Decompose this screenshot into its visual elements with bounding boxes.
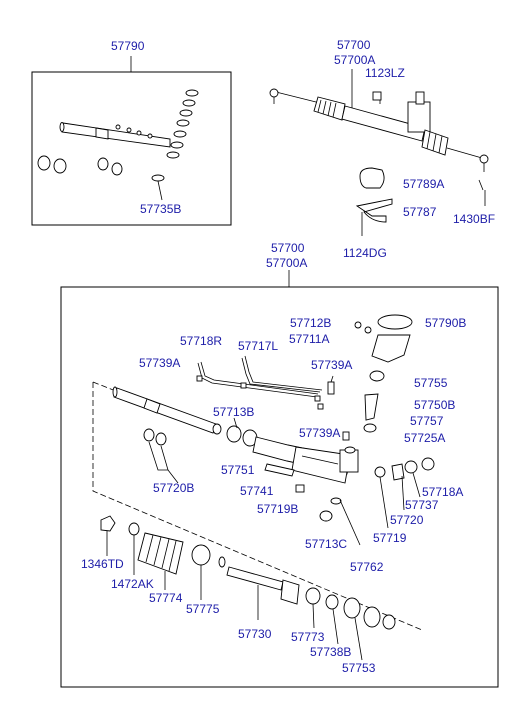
label-57735b: 57735B xyxy=(140,202,181,216)
label-57789a: 57789A xyxy=(403,177,444,191)
label-1123lz: 1123LZ xyxy=(365,66,405,80)
rack-assembly-top xyxy=(269,69,489,236)
exploded-view xyxy=(60,270,499,688)
label-57790: 57790 xyxy=(111,39,145,53)
label-57713b: 57713B xyxy=(213,405,254,419)
label-57739a-left: 57739A xyxy=(139,356,180,370)
label-57719b: 57719B xyxy=(257,502,298,516)
label-57700-top: 57700 xyxy=(337,38,371,52)
kit-57790-box xyxy=(31,56,232,226)
label-57757: 57757 xyxy=(410,414,444,428)
label-57713c: 57713C xyxy=(305,537,347,551)
label-57737: 57737 xyxy=(405,498,439,512)
label-57712b: 57712B xyxy=(290,316,331,330)
label-57762: 57762 xyxy=(350,560,384,574)
label-57730: 57730 xyxy=(238,627,272,641)
label-57790b: 57790B xyxy=(425,316,466,330)
label-57787: 57787 xyxy=(403,205,437,219)
label-57739a-right: 57739A xyxy=(311,358,352,372)
label-57738b: 57738B xyxy=(310,645,351,659)
label-57711a: 57711A xyxy=(289,332,329,346)
label-57700a-mid: 57700A xyxy=(266,256,307,270)
label-57718r: 57718R xyxy=(180,334,222,348)
label-57774: 57774 xyxy=(149,591,183,605)
label-57741: 57741 xyxy=(240,484,274,498)
label-57700a-top: 57700A xyxy=(334,53,375,67)
label-57717l: 57717L xyxy=(238,339,278,353)
label-57700-mid: 57700 xyxy=(271,241,305,255)
label-57773: 57773 xyxy=(291,630,325,644)
label-57753: 57753 xyxy=(342,661,376,675)
label-57719: 57719 xyxy=(373,531,407,545)
label-57751: 57751 xyxy=(221,463,255,477)
label-57775: 57775 xyxy=(186,602,220,616)
label-1472ak: 1472AK xyxy=(111,577,154,591)
label-57725a: 57725A xyxy=(404,431,445,445)
label-1124dg: 1124DG xyxy=(343,246,387,260)
label-57755: 57755 xyxy=(414,376,448,390)
label-57718a: 57718A xyxy=(422,485,463,499)
label-57720: 57720 xyxy=(390,513,424,527)
label-57720b: 57720B xyxy=(153,481,194,495)
label-57739a-low: 57739A xyxy=(299,426,340,440)
part-labels: 57790 57700 57700A 1123LZ 57735B 57789A … xyxy=(81,38,495,675)
label-1430bf: 1430BF xyxy=(453,212,495,226)
label-1346td: 1346TD xyxy=(81,557,124,571)
label-57750b: 57750B xyxy=(414,398,455,412)
